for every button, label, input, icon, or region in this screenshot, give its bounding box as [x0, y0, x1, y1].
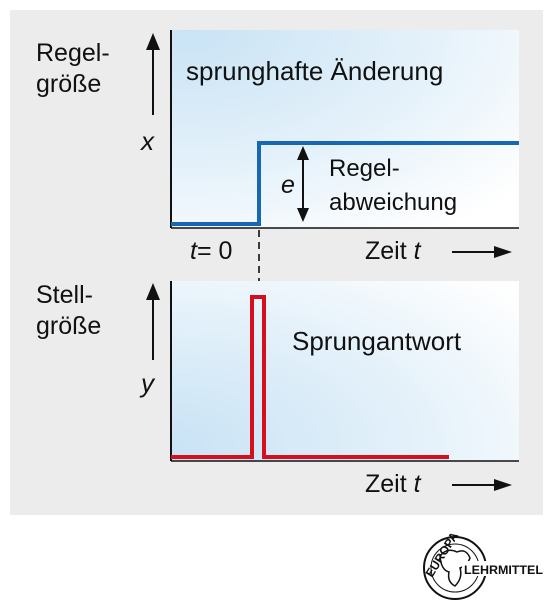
top-axis-label-line1: Regel- [36, 39, 110, 67]
bottom-time-axis-var: t [414, 470, 422, 498]
top-time-arrowhead [494, 246, 512, 258]
europa-lehrmittel-logo: EUROPA LEHRMITTEL [423, 529, 544, 600]
top-axis-label-line2: größe [36, 70, 101, 98]
top-time-axis-word: Zeit [365, 237, 407, 265]
logo-continent-shape [439, 549, 471, 587]
bottom-panel: Stell- größe y Sprungantwort Zeit t [36, 281, 519, 498]
deviation-symbol: e [281, 171, 295, 199]
top-panel: Regel- größe x sprunghafte Änderung e Re… [36, 30, 519, 265]
control-impulse-signal [171, 295, 449, 459]
bottom-axis-symbol: y [139, 368, 156, 398]
bottom-time-arrowhead [494, 479, 512, 491]
top-time-axis-label: Zeit t [365, 237, 422, 265]
bottom-time-axis-word: Zeit [365, 470, 407, 498]
deviation-label-line1: Regel- [329, 155, 400, 182]
bottom-caption: Sprungantwort [292, 326, 462, 356]
logo-text-lehrmittel: LEHRMITTEL [464, 563, 543, 577]
setpoint-step-signal [171, 141, 519, 226]
top-caption: sprunghafte Änderung [186, 56, 443, 86]
time-zero-var: t [190, 237, 198, 265]
deviation-arrowhead-down [297, 208, 309, 222]
logo-text-backdrop [462, 561, 544, 576]
top-plot-area [171, 30, 519, 228]
bottom-y-axis-arrowhead [146, 283, 160, 300]
deviation-label-line2: abweichung [329, 189, 457, 216]
bottom-time-axis-label: Zeit t [365, 470, 422, 498]
top-time-axis-var: t [414, 237, 422, 265]
top-y-axis-arrowhead [146, 33, 160, 50]
bottom-plot-area [171, 281, 519, 461]
time-zero-rest: = 0 [197, 237, 232, 265]
time-zero-label: t= 0 [190, 237, 232, 265]
top-axis-symbol: x [139, 126, 155, 156]
deviation-arrowhead-up [297, 146, 309, 160]
bottom-axis-label-line1: Stell- [36, 281, 93, 309]
bottom-axis-label-line2: größe [36, 312, 101, 340]
